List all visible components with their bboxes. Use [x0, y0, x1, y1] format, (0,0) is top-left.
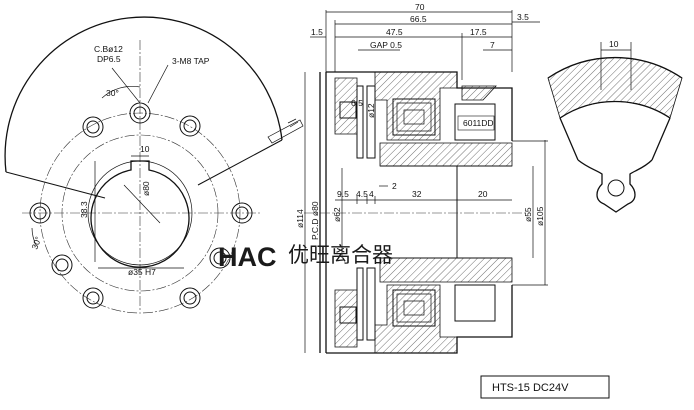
bearing-lower [454, 284, 496, 322]
bolt-hole-left [29, 202, 51, 224]
bearing-upper [454, 103, 496, 141]
bore-circle [87, 160, 193, 266]
offset-35-label: 3.5 [517, 12, 529, 22]
shaft-bore-outline [90, 160, 190, 268]
offset-15-label: 1.5 [311, 27, 323, 37]
model-label: HTS-15 DC24V [492, 382, 569, 394]
keyway-depth-label: 38.3 [79, 201, 89, 218]
counterbore-depth-label: DP6.5 [97, 54, 121, 64]
coil-upper [392, 98, 436, 136]
coil-lower [392, 289, 436, 327]
dia-62-label: ø62 [332, 207, 342, 222]
field-core-upper [374, 71, 458, 141]
bolt-circle [39, 112, 241, 314]
detail-tooth-profile [577, 159, 653, 213]
dim-2-label: 2 [392, 181, 397, 191]
detail-view: 10 [547, 39, 683, 213]
length-66-label: 66.5 [410, 14, 427, 24]
screw-upper [339, 101, 357, 119]
section-view: 70 66.5 47.5 17.5 1.5 3.5 GAP 0.5 7 6.5 … [295, 2, 548, 354]
pcd-label: P.C.D ø80 [310, 201, 320, 240]
brand-watermark: HAC 优旺离合器 [218, 242, 393, 272]
width-7-label: 7 [490, 40, 495, 50]
angle-left-label: 30° [29, 235, 43, 251]
title-box [480, 375, 610, 399]
dim-32-label: 32 [412, 189, 422, 199]
dia-55-label: ø55 [523, 207, 533, 222]
pitch-circle [61, 134, 219, 292]
brand-logo: HAC [218, 242, 277, 272]
length-17-label: 17.5 [470, 27, 487, 37]
chamfer-ring [461, 85, 497, 101]
bolt-hole-lower-left [51, 254, 73, 276]
length-47-label: 47.5 [386, 27, 403, 37]
lead-wire [267, 119, 304, 144]
bolt-hole-lower-right [209, 247, 231, 269]
counterbore-label: C.Bø12 [94, 44, 123, 54]
front-view: C.Bø12 DP6.5 3-M8 TAP 30° 10 ø80 38.3 30… [4, 16, 304, 314]
angle-top-label: 30° [106, 88, 119, 98]
sector-outer-arc [4, 16, 283, 173]
dim-4-label: 4 [369, 189, 374, 199]
brand-name: 优旺离合器 [288, 243, 393, 267]
shaft-dia-label: ø80 [141, 181, 151, 196]
bolt-holes [29, 102, 253, 309]
bore-label: ø35 H7 [128, 267, 156, 277]
sector-edge-right [197, 139, 283, 186]
rotor-upper [379, 142, 513, 167]
friction-plate-lower [356, 267, 364, 341]
sector-edge-left [5, 171, 106, 199]
bolt-hole-bottom-left [82, 287, 104, 309]
gap-label: GAP 0.5 [370, 40, 402, 50]
dim-45-label: 4.5 [356, 189, 368, 199]
dia-12-label: ø12 [366, 103, 376, 118]
dia-114-label: ø114 [295, 209, 305, 228]
bolt-hole-bottom-right [179, 287, 201, 309]
title-block: HTS-15 DC24V [480, 375, 610, 399]
dia-105-label: ø105 [535, 206, 545, 226]
field-core-lower [374, 284, 458, 354]
bolt-hole-upper-right [179, 115, 201, 137]
friction-plate-upper [356, 85, 364, 159]
keyway-width-label: 10 [140, 144, 150, 154]
bolt-hole-upper-left [82, 116, 104, 138]
dim-65-label: 6.5 [351, 98, 363, 108]
dim-20-label: 20 [478, 189, 488, 199]
detail-width-label: 10 [609, 39, 619, 49]
rotor-lower [379, 257, 513, 283]
dim-95-label: 9.5 [337, 189, 349, 199]
armature-lower [334, 289, 358, 348]
overall-length-label: 70 [415, 2, 425, 12]
detail-ring-section [547, 57, 683, 119]
tap-label: 3-M8 TAP [172, 56, 210, 66]
bolt-hole-right [231, 202, 253, 224]
screw-lower [339, 306, 357, 324]
bearing-label: 6011DD [463, 118, 494, 128]
